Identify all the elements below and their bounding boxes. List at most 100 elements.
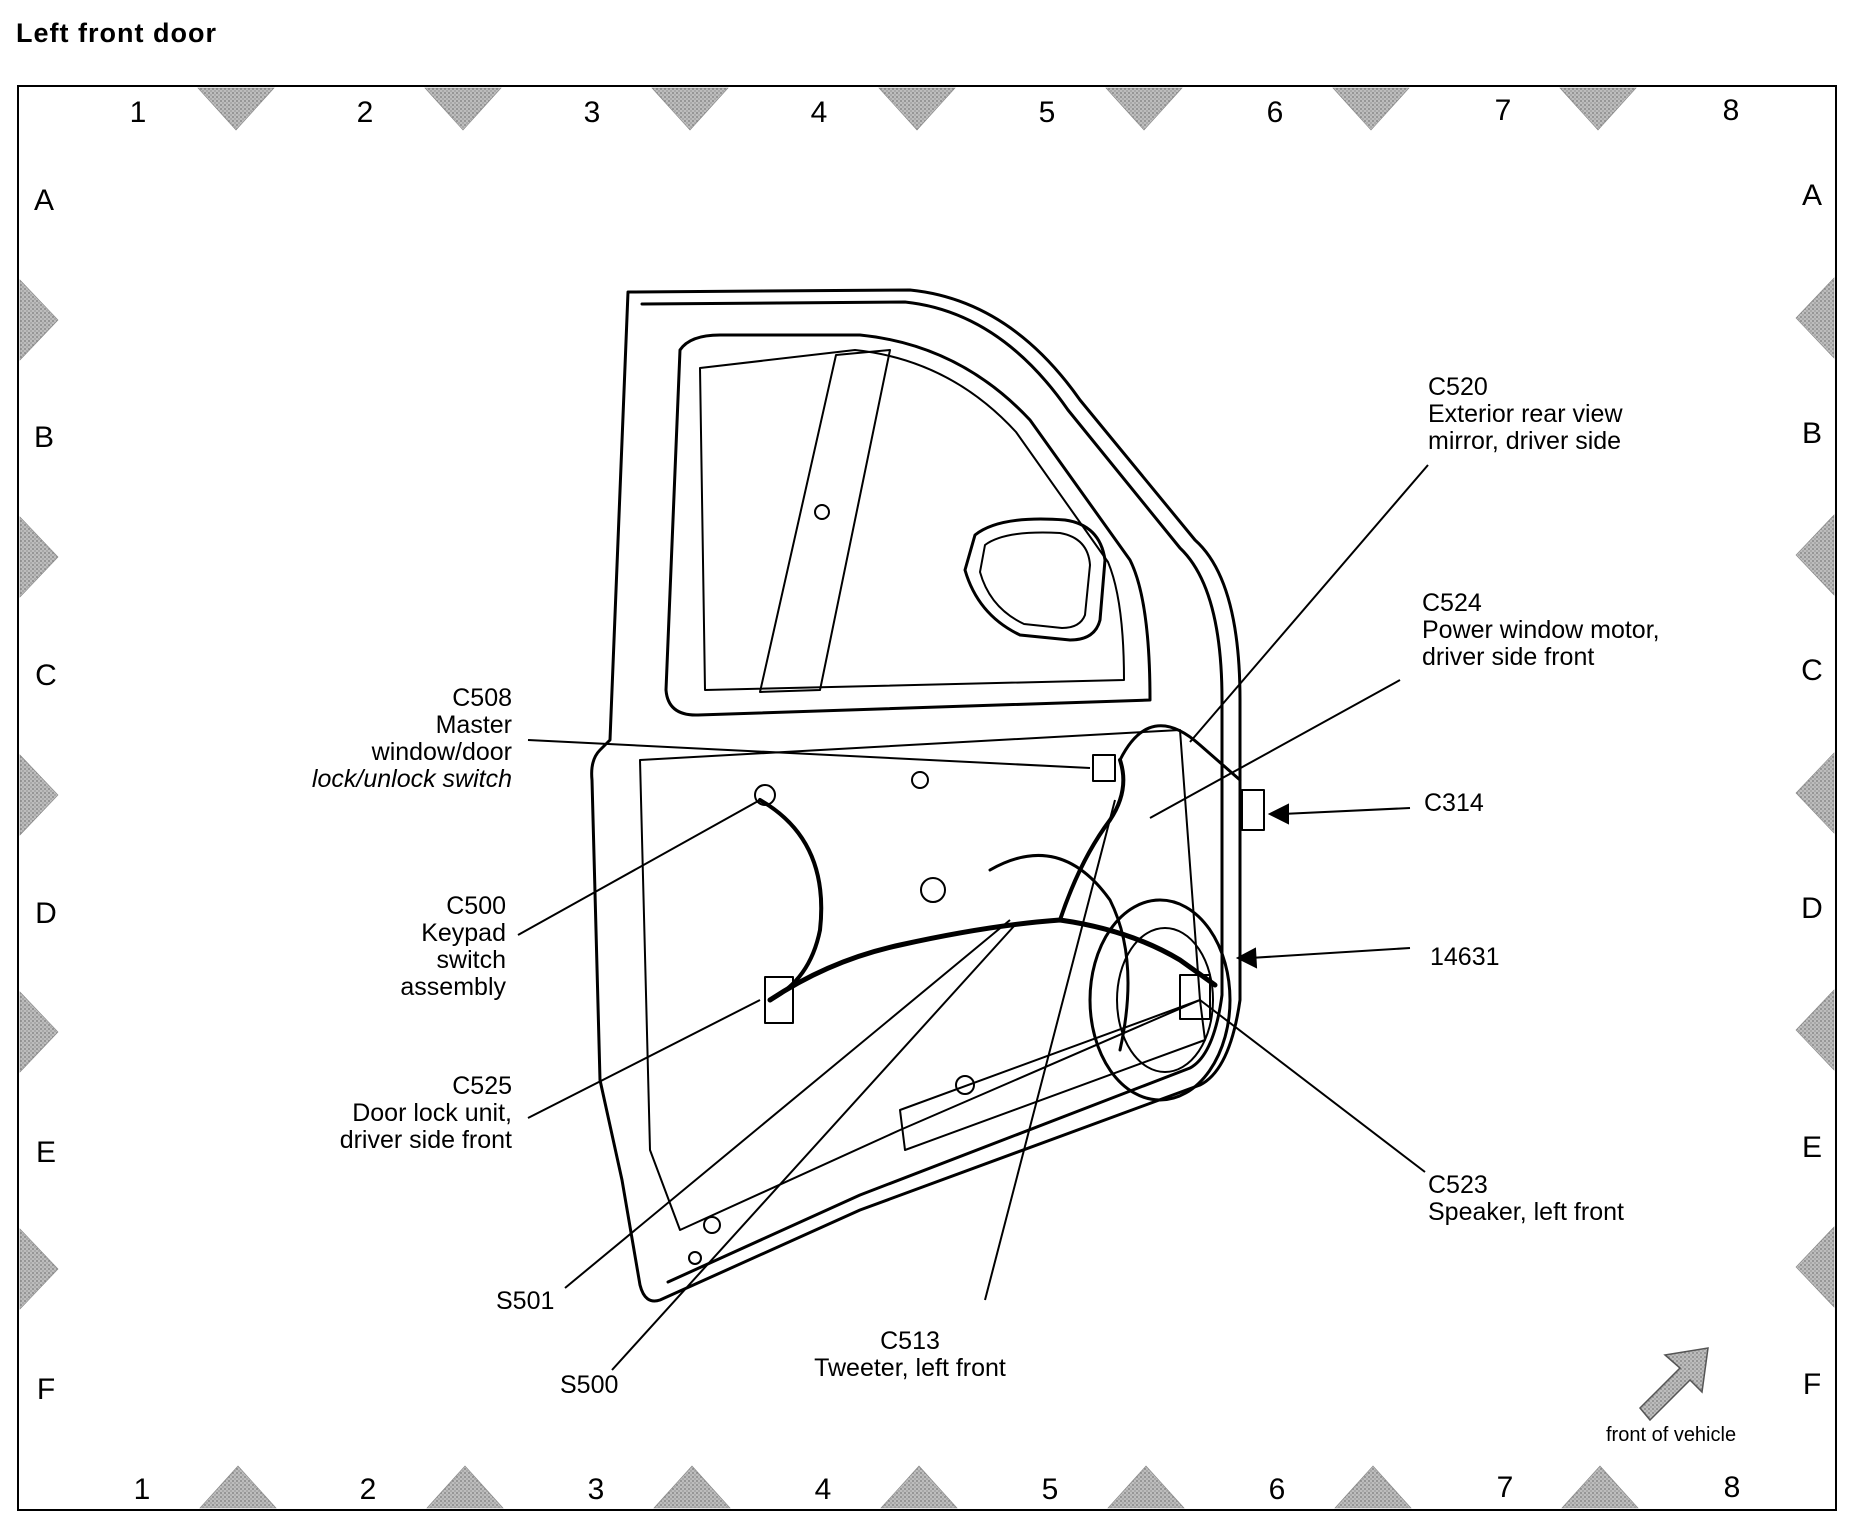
grid-labels: 1 2 3 4 5 6 7 8 1 2 3 4 5 6 7 8 A B C D … bbox=[34, 94, 1823, 1506]
label-c513: C513 Tweeter, left front bbox=[790, 1328, 1030, 1382]
grid-row-left-e: E bbox=[36, 1136, 56, 1169]
grid-row-right-b: B bbox=[1802, 417, 1822, 450]
grid-col-top-4: 4 bbox=[811, 96, 828, 129]
label-c500: C500 Keypad switch assembly bbox=[320, 893, 506, 1001]
leader-lines bbox=[517, 464, 1429, 1371]
label-c508-line-1: Master bbox=[435, 711, 512, 739]
grid-marker-left-5 bbox=[19, 1228, 59, 1310]
label-14631-id: 14631 bbox=[1430, 943, 1500, 971]
grid-marker-bottom-2 bbox=[426, 1465, 504, 1509]
grid-col-top-5: 5 bbox=[1039, 96, 1056, 129]
leader-c520 bbox=[1189, 464, 1429, 743]
grid-marker-top-6 bbox=[1332, 87, 1410, 131]
grid-marker-top-5 bbox=[1105, 87, 1183, 131]
label-c525-line-2: driver side front bbox=[339, 1126, 512, 1154]
label-s501-id: S501 bbox=[496, 1287, 555, 1315]
label-c523: C523 Speaker, left front bbox=[1428, 1172, 1624, 1226]
label-c520-line-1: Exterior rear view bbox=[1428, 400, 1623, 428]
label-c500-line-1: Keypad bbox=[421, 919, 506, 947]
regulator-arm bbox=[988, 854, 1130, 1052]
label-c513-id: C513 bbox=[880, 1327, 940, 1355]
label-c524-line-2: driver side front bbox=[1422, 643, 1595, 671]
grid-marker-bottom-6 bbox=[1334, 1465, 1412, 1509]
label-c523-line-1: Speaker, left front bbox=[1428, 1198, 1624, 1226]
grid-col-top-3: 3 bbox=[584, 96, 601, 129]
connector-c508 bbox=[1092, 754, 1116, 782]
grid-col-top-6: 6 bbox=[1267, 96, 1284, 129]
grid-marker-right-3 bbox=[1795, 752, 1835, 834]
grid-marker-left-2 bbox=[19, 516, 59, 598]
grid-marker-top-1 bbox=[197, 87, 275, 131]
grid-marker-bottom-7 bbox=[1561, 1465, 1639, 1509]
grid-col-bottom-3: 3 bbox=[588, 1473, 605, 1506]
wiring-harness bbox=[767, 917, 1218, 1003]
label-14631: 14631 bbox=[1430, 944, 1500, 971]
page-title: Left front door bbox=[16, 18, 217, 48]
grid-col-bottom-2: 2 bbox=[360, 1473, 377, 1506]
label-c525: C525 Door lock unit, driver side front bbox=[300, 1073, 512, 1154]
grid-col-bottom-1: 1 bbox=[134, 1473, 151, 1506]
label-c524: C524 Power window motor, driver side fro… bbox=[1422, 590, 1660, 671]
label-c508: C508 Master window/door lock/unlock swit… bbox=[290, 685, 512, 793]
leader-c500 bbox=[517, 799, 761, 936]
grid-col-bottom-6: 6 bbox=[1269, 1473, 1286, 1506]
grid-row-left-a: A bbox=[34, 184, 54, 217]
speaker-ring-outer bbox=[1088, 898, 1232, 1102]
leader-c525 bbox=[527, 999, 761, 1119]
leader-c508 bbox=[527, 739, 1091, 769]
label-c500-line-3: assembly bbox=[400, 973, 506, 1001]
diagram-frame bbox=[17, 85, 1837, 1511]
speaker-ring-inner bbox=[1116, 927, 1214, 1073]
panel-lower-band bbox=[899, 999, 1206, 1151]
leader-c314 bbox=[1281, 807, 1411, 815]
grid-row-right-c: C bbox=[1801, 654, 1823, 687]
label-c524-line-1: Power window motor, bbox=[1422, 616, 1660, 644]
label-s501: S501 bbox=[496, 1288, 554, 1315]
label-c524-id: C524 bbox=[1422, 589, 1482, 617]
leader-c513 bbox=[984, 799, 1116, 1301]
connector-c314 bbox=[1241, 789, 1265, 831]
label-s500-id: S500 bbox=[560, 1371, 619, 1399]
grid-marker-bottom-4 bbox=[880, 1465, 958, 1509]
wiring-harness-cable bbox=[1118, 724, 1242, 782]
label-c314-id: C314 bbox=[1424, 789, 1484, 817]
door-inner-outline bbox=[640, 300, 1224, 1284]
label-c314: C314 bbox=[1424, 790, 1484, 817]
leader-c523 bbox=[1199, 999, 1426, 1173]
label-c523-id: C523 bbox=[1428, 1171, 1488, 1199]
leader-s500 bbox=[611, 924, 1016, 1371]
label-c520-id: C520 bbox=[1428, 373, 1488, 401]
grid-marker-bottom-1 bbox=[199, 1465, 277, 1509]
window-inner bbox=[699, 349, 1125, 691]
connector-c523 bbox=[1179, 974, 1211, 1020]
grid-marker-top-4 bbox=[878, 87, 956, 131]
label-c525-line-1: Door lock unit, bbox=[352, 1099, 512, 1127]
grid-marker-bottom-3 bbox=[653, 1465, 731, 1509]
label-s500: S500 bbox=[560, 1372, 618, 1399]
grid-marker-bottom-5 bbox=[1107, 1465, 1185, 1509]
label-c500-id: C500 bbox=[446, 892, 506, 920]
grid-marker-top-3 bbox=[651, 87, 729, 131]
leader-14631 bbox=[1249, 947, 1411, 959]
mirror-outline bbox=[963, 517, 1107, 642]
grid-marker-left-1 bbox=[19, 279, 59, 361]
grid-markers bbox=[19, 87, 1835, 1509]
grid-marker-top-7 bbox=[1559, 87, 1637, 131]
grid-row-right-e: E bbox=[1802, 1131, 1822, 1164]
grid-marker-right-2 bbox=[1795, 514, 1835, 596]
grid-marker-right-1 bbox=[1795, 277, 1835, 359]
label-c513-line-1: Tweeter, left front bbox=[814, 1354, 1006, 1382]
label-c520: C520 Exterior rear view mirror, driver s… bbox=[1428, 374, 1623, 455]
label-c508-line-2: window/door bbox=[371, 738, 512, 766]
label-c525-id: C525 bbox=[452, 1072, 512, 1100]
grid-row-left-f: F bbox=[37, 1373, 55, 1406]
grid-col-bottom-8: 8 bbox=[1724, 1471, 1741, 1504]
grid-col-top-8: 8 bbox=[1723, 94, 1740, 127]
wiring-harness-upper bbox=[1058, 758, 1126, 922]
arrow-14631 bbox=[1235, 947, 1258, 969]
grid-col-top-2: 2 bbox=[357, 96, 374, 129]
leader-c524 bbox=[1149, 679, 1401, 819]
grid-row-left-c: C bbox=[35, 659, 57, 692]
grid-row-right-f: F bbox=[1803, 1368, 1821, 1401]
